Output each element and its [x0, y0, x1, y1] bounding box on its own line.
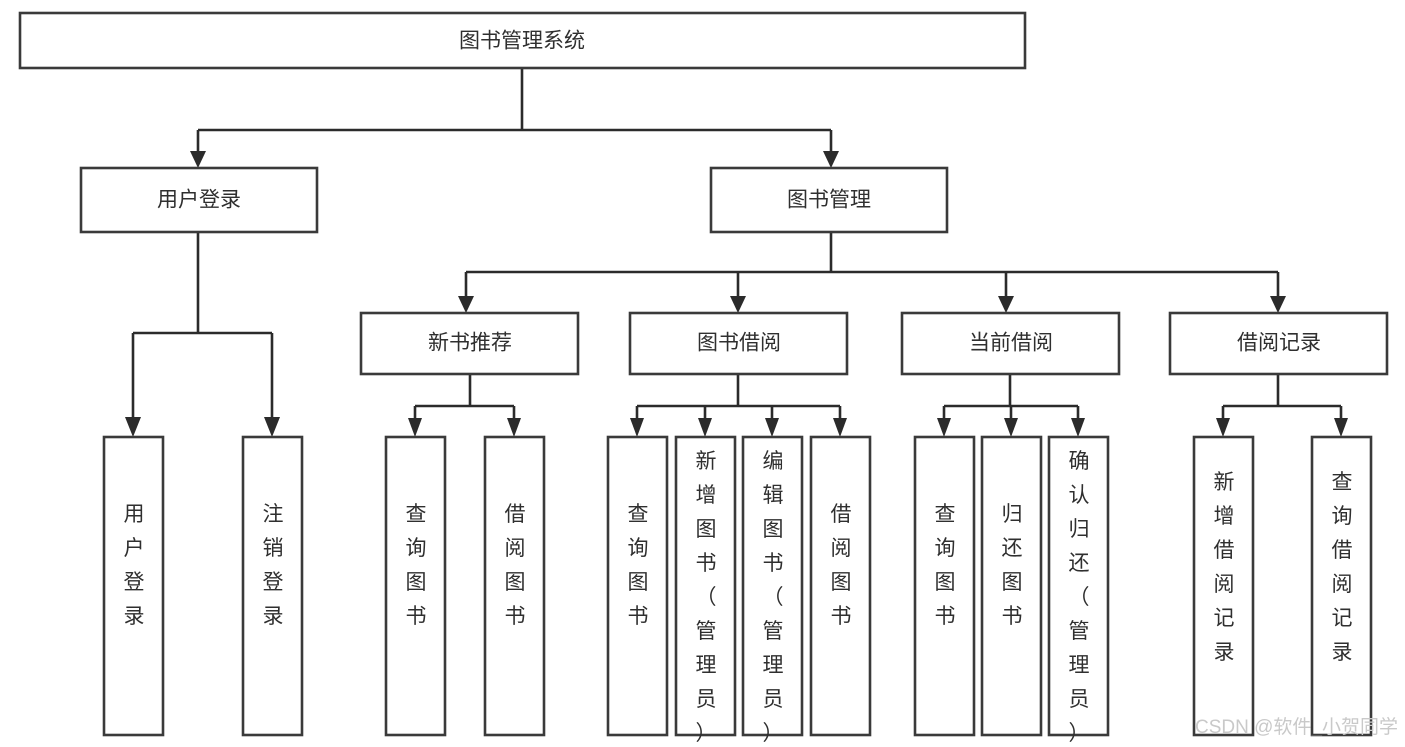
leaf-return-book[interactable]: 归还图书: [980, 435, 1043, 737]
leaf-logout-label: 注销登录: [263, 503, 284, 628]
node-user-login-label: 用户登录: [157, 189, 241, 212]
arrow-head-leaf-logout: [264, 417, 280, 437]
leaf-add-book-box[interactable]: [674, 435, 737, 737]
node-book-borrow[interactable]: 图书借阅: [628, 311, 849, 376]
arrow-head-user-login: [190, 151, 206, 168]
node-root-box[interactable]: [18, 11, 1027, 70]
leaf-borrow-book-a[interactable]: 借阅图书: [483, 435, 546, 737]
leaf-add-book-label: 新增图书（管理员）: [696, 450, 717, 745]
node-current-borrow[interactable]: 当前借阅: [900, 311, 1121, 376]
node-borrow-record-box[interactable]: [1168, 311, 1389, 376]
leaf-user-login-box[interactable]: [102, 435, 165, 737]
arrow-head-current-borrow: [998, 296, 1014, 313]
leaf-add-borrow-record[interactable]: 新增借阅记录: [1192, 435, 1255, 737]
leaf-query-book-c-box[interactable]: [913, 435, 976, 737]
leaf-query-book-a-label: 查询图书: [406, 503, 427, 628]
node-user-login[interactable]: 用户登录: [79, 166, 319, 234]
leaf-borrow-book-b-box[interactable]: [809, 435, 872, 737]
leaf-confirm-return[interactable]: 确认归还（管理员）: [1047, 435, 1110, 745]
node-borrow-record[interactable]: 借阅记录: [1168, 311, 1389, 376]
leaf-user-login-label: 用户登录: [124, 503, 145, 628]
arrow-head-leaf-edit-book: [765, 418, 779, 437]
arrow-head-leaf-query-book-a: [408, 418, 422, 437]
leaf-logout[interactable]: 注销登录: [241, 435, 304, 737]
leaf-query-book-b-box[interactable]: [606, 435, 669, 737]
leaf-edit-book-box[interactable]: [741, 435, 804, 737]
arrow-head-leaf-borrow-book-a: [507, 418, 521, 437]
leaf-edit-book-label: 编辑图书（管理员）: [763, 450, 784, 745]
arrow-head-leaf-query-record: [1334, 418, 1348, 437]
leaf-query-book-a[interactable]: 查询图书: [384, 435, 447, 737]
leaf-borrow-book-b-label: 借阅图书: [831, 503, 852, 628]
arrow-head-leaf-borrow-book-b: [833, 418, 847, 437]
node-book-borrow-label: 图书借阅: [697, 332, 781, 355]
node-book-management-box[interactable]: [709, 166, 949, 234]
arrow-head-borrow-record: [1270, 296, 1286, 313]
leaf-query-borrow-record-box[interactable]: [1310, 435, 1373, 737]
node-new-book-recommendation[interactable]: 新书推荐: [359, 311, 580, 376]
node-current-borrow-label: 当前借阅: [969, 332, 1053, 355]
leaf-return-book-box[interactable]: [980, 435, 1043, 737]
arrow-head-book-borrow: [730, 296, 746, 313]
leaf-borrow-book-a-box[interactable]: [483, 435, 546, 737]
leaf-query-book-a-box[interactable]: [384, 435, 447, 737]
leaf-edit-book[interactable]: 编辑图书（管理员）: [741, 435, 804, 745]
node-book-borrow-box[interactable]: [628, 311, 849, 376]
leaf-borrow-book-a-label: 借阅图书: [505, 503, 526, 628]
node-new-book-recommendation-box[interactable]: [359, 311, 580, 376]
leaf-query-book-b[interactable]: 查询图书: [606, 435, 669, 737]
arrow-head-leaf-add-record: [1216, 418, 1230, 437]
arrow-head-leaf-query-book-c: [937, 418, 951, 437]
leaf-user-login[interactable]: 用户登录: [102, 435, 165, 737]
arrow-head-new-book-rec: [458, 296, 474, 313]
node-current-borrow-box[interactable]: [900, 311, 1121, 376]
node-root-label: 图书管理系统: [459, 30, 585, 53]
leaf-confirm-return-box[interactable]: [1047, 435, 1110, 737]
leaf-query-borrow-record[interactable]: 查询借阅记录: [1310, 435, 1373, 737]
leaf-add-borrow-record-label: 新增借阅记录: [1214, 471, 1235, 664]
arrow-head-leaf-user-login: [125, 417, 141, 437]
node-borrow-record-label: 借阅记录: [1237, 332, 1321, 355]
leaf-return-book-label: 归还图书: [1002, 503, 1023, 628]
leaf-add-borrow-record-box[interactable]: [1192, 435, 1255, 737]
node-book-management[interactable]: 图书管理: [709, 166, 949, 234]
arrow-head-leaf-return-book: [1004, 418, 1018, 437]
node-root[interactable]: 图书管理系统: [18, 11, 1027, 70]
leaf-borrow-book-b[interactable]: 借阅图书: [809, 435, 872, 737]
node-book-management-label: 图书管理: [787, 189, 871, 212]
leaf-confirm-return-label: 确认归还（管理员）: [1069, 450, 1090, 745]
leaf-query-book-b-label: 查询图书: [628, 503, 649, 628]
arrow-head-leaf-confirm-return: [1071, 418, 1085, 437]
connector-layer: [125, 68, 1348, 437]
leaf-query-borrow-record-label: 查询借阅记录: [1332, 471, 1353, 664]
arrow-head-book-mgmt: [823, 151, 839, 168]
leaf-logout-box[interactable]: [241, 435, 304, 737]
arrow-head-leaf-add-book: [698, 418, 712, 437]
node-new-book-recommendation-label: 新书推荐: [428, 332, 512, 355]
arrow-head-leaf-query-book-b: [630, 418, 644, 437]
leaf-query-book-c[interactable]: 查询图书: [913, 435, 976, 737]
node-user-login-box[interactable]: [79, 166, 319, 234]
leaf-query-book-c-label: 查询图书: [935, 503, 956, 628]
leaf-add-book[interactable]: 新增图书（管理员）: [674, 435, 737, 745]
csdn-watermark: CSDN @软件_小贺同学: [1195, 716, 1398, 738]
